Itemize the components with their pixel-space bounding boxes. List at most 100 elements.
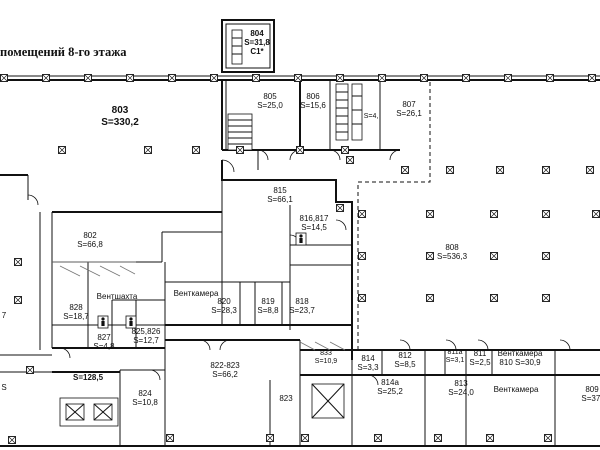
room-label-r813-line0: 813 — [454, 379, 468, 388]
column-mark-41b — [26, 366, 34, 374]
column-mark-4b — [168, 74, 176, 82]
column-mark-32b — [426, 252, 434, 260]
room-label-r816-line0: 816,817 — [300, 214, 329, 223]
column-mark-12b — [504, 74, 512, 82]
room-label-r808-line1: S=536,3 — [437, 252, 468, 261]
structural-columns — [0, 74, 600, 444]
column-mark-5b — [210, 74, 218, 82]
column-mark-44b — [336, 204, 344, 212]
room-label-r828-line1: S=18,7 — [63, 312, 89, 321]
column-mark-42b — [8, 436, 16, 444]
room-label-r809-line1: S=37, — [581, 394, 600, 403]
column-mark-26b — [358, 210, 366, 218]
column-mark-21b — [401, 166, 409, 174]
column-mark-20b — [341, 146, 349, 154]
room-label-r833-line1: S=10,9 — [315, 358, 337, 365]
room-label-r825-line1: S=12,7 — [133, 336, 159, 345]
column-mark-51b — [544, 434, 552, 442]
room-label-r802-line0: 802 — [83, 231, 97, 240]
column-mark-34b — [542, 252, 550, 260]
room-label-r828-line0: 828 — [69, 303, 83, 312]
room-label-r819-line1: S=8,8 — [257, 306, 279, 315]
room-label-r820-line1: S=28,3 — [211, 306, 237, 315]
room-label-r811-line1: S=2,5 — [469, 358, 491, 367]
room-label-r815-line1: S=66,1 — [267, 195, 293, 204]
column-mark-29b — [542, 210, 550, 218]
plan-title: помещений 8-го этажа — [0, 45, 127, 59]
column-mark-7b — [294, 74, 302, 82]
room-label-r814-line1: S=3,3 — [357, 363, 379, 372]
room-label-r822-line1: S=66,2 — [212, 370, 238, 379]
column-mark-25b — [586, 166, 594, 174]
column-mark-35b — [358, 294, 366, 302]
room-label-r823-line0: 823 — [279, 394, 293, 403]
room-label-r816-line1: S=14,5 — [301, 223, 327, 232]
room-label-r805-line0: 805 — [263, 92, 277, 101]
column-mark-19b — [296, 146, 304, 154]
room-label-r811a-line1: S=3,1 — [446, 357, 465, 364]
room-label-r_l7-line0: 7 — [2, 311, 7, 320]
room-label-r814a-line1: S=25,2 — [377, 387, 403, 396]
walls — [0, 19, 600, 447]
column-mark-49b — [434, 434, 442, 442]
column-mark-17b — [192, 146, 200, 154]
room-label-r833-line0: 833 — [320, 350, 332, 357]
room-label-r819-line0: 819 — [261, 297, 275, 306]
room-label-r804-line0: 804 — [250, 29, 264, 38]
column-mark-36b — [426, 294, 434, 302]
column-mark-50b — [486, 434, 494, 442]
room-label-r827-line1: S=4,8 — [93, 342, 115, 351]
column-mark-14b — [588, 74, 596, 82]
room-label-rvs-line0: Вентшахта — [97, 292, 138, 301]
room-label-r818-line1: S=23,7 — [289, 306, 315, 315]
room-label-r824-line0: 824 — [138, 389, 152, 398]
room-label-r809-line0: 809 — [585, 385, 599, 394]
room-label-rvk2-line0: Венткамера — [498, 349, 543, 358]
room-label-rvk3-line0: Венткамера — [494, 385, 539, 394]
wc-icon — [97, 232, 307, 329]
room-label-r818-line0: 818 — [295, 297, 309, 306]
column-mark-31b — [358, 252, 366, 260]
column-mark-47b — [301, 434, 309, 442]
column-mark-22b — [446, 166, 454, 174]
room-label-r806-line1: S=15,6 — [300, 101, 326, 110]
room-label-rcorr-line0: S=128,5 — [73, 373, 104, 382]
room-label-r807-line0: 807 — [402, 100, 416, 109]
hatch-strips — [52, 261, 346, 351]
room-label-r804-line2: C1* — [250, 47, 264, 56]
stairs-and-shafts — [59, 29, 363, 427]
room-label-r803-line0: 803 — [112, 105, 129, 116]
column-mark-40b — [14, 296, 22, 304]
column-mark-43b — [346, 156, 354, 164]
column-mark-16b — [144, 146, 152, 154]
column-mark-13b — [546, 74, 554, 82]
room-label-r811-line0: 811 — [474, 349, 487, 358]
column-mark-28b — [490, 210, 498, 218]
room-label-r811a-line0: 811a — [447, 349, 462, 356]
room-label-r820-line0: 820 — [217, 297, 231, 306]
room-label-r804-line1: S=31,8 — [244, 38, 270, 47]
room-label-r803-line1: S=330,2 — [101, 117, 139, 128]
room-label-r806-line0: 806 — [306, 92, 320, 101]
column-mark-2b — [84, 74, 92, 82]
room-label-r812-line0: 812 — [398, 351, 412, 360]
column-mark-24b — [542, 166, 550, 174]
column-mark-33b — [490, 252, 498, 260]
column-mark-6b — [252, 74, 260, 82]
room-label-r824-line1: S=10,8 — [132, 398, 158, 407]
column-mark-9b — [378, 74, 386, 82]
room-label-r812-line1: S=8,5 — [394, 360, 416, 369]
room-label-r825-line0: 825,826 — [132, 327, 161, 336]
room-label-r815-line0: 815 — [273, 186, 287, 195]
room-label-r822-line0: 822-823 — [210, 361, 240, 370]
column-mark-3b — [126, 74, 134, 82]
column-mark-1b — [42, 74, 50, 82]
column-mark-18b — [236, 146, 244, 154]
room-808-boundary — [357, 80, 431, 350]
room-label-rsmall-line0: S=4, — [364, 113, 379, 120]
room-labels: 804S=31,8C1*803S=330,2805S=25,0806S=15,6… — [1, 29, 600, 407]
column-mark-46b — [266, 434, 274, 442]
room-label-r_ls-line0: S — [1, 383, 6, 392]
column-mark-0b — [0, 74, 8, 82]
